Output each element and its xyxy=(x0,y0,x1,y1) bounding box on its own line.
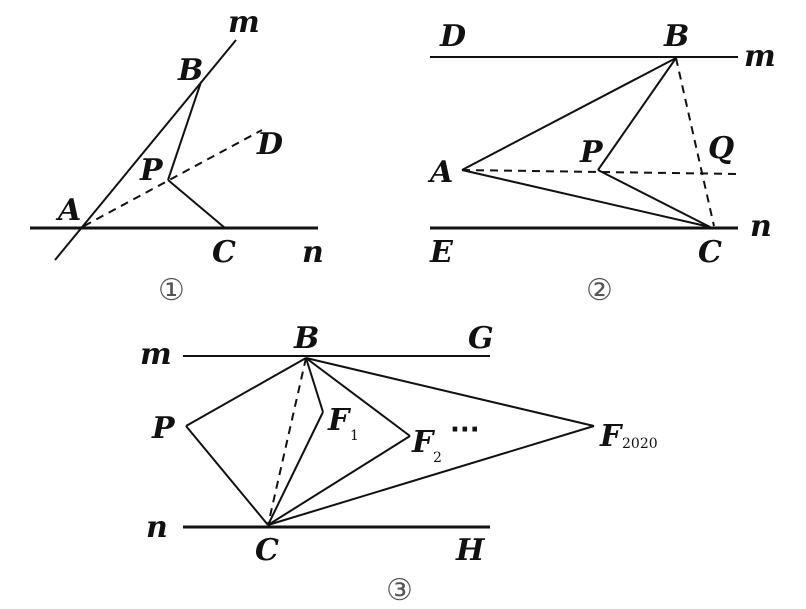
label-f2020-fig3: F2020 xyxy=(599,419,658,454)
segment-pc-fig3 xyxy=(185,425,269,526)
label-n-fig3: n xyxy=(146,510,168,545)
ray-aq-fig2 xyxy=(461,169,741,175)
label-n-fig1: n xyxy=(302,235,324,270)
segment-pc-fig1 xyxy=(167,179,226,229)
label-b-fig3: B xyxy=(293,321,319,356)
ray-ad-fig1 xyxy=(83,129,263,227)
label-m-fig1: m xyxy=(228,5,260,40)
label-b-fig2: B xyxy=(663,19,689,54)
label-n-fig2: n xyxy=(750,209,772,244)
segment-ac-fig2 xyxy=(461,169,711,228)
label-f1-fig3: F1 xyxy=(327,403,359,444)
label-b-fig1: B xyxy=(177,53,203,88)
label-g-fig3: G xyxy=(468,321,494,356)
segment-bc-fig2 xyxy=(675,57,715,227)
caption-fig1: ① xyxy=(158,273,185,308)
segment-bp-fig3 xyxy=(185,357,307,427)
segment-bp-fig1 xyxy=(167,81,202,181)
label-f2-subscript: 2 xyxy=(433,450,442,466)
segment-f2c-fig3 xyxy=(267,435,411,526)
segment-ab-fig2 xyxy=(461,57,677,171)
label-h-fig3: H xyxy=(455,533,486,568)
label-q-fig2: Q xyxy=(708,131,734,166)
ellipsis-fig3: ··· xyxy=(450,415,480,445)
segment-bf1-fig3 xyxy=(305,357,324,413)
segment-f1c-fig3 xyxy=(267,411,324,526)
segment-pc-fig2 xyxy=(597,169,711,228)
figure-3: m B G P F1 F2 ··· F2020 n C H ③ xyxy=(140,321,658,608)
figure-1: m B D P A C n ① xyxy=(30,5,324,308)
label-c-fig2: C xyxy=(698,235,722,270)
segment-f2020c-fig3 xyxy=(267,425,595,526)
label-m-fig3: m xyxy=(140,337,172,372)
label-m-fig2: m xyxy=(744,39,776,74)
label-f2020-letter: F xyxy=(599,419,624,454)
segment-bf2020-fig3 xyxy=(305,357,595,427)
segment-bc-fig3 xyxy=(267,357,307,526)
label-f2-letter: F xyxy=(411,425,436,460)
caption-fig3: ③ xyxy=(386,573,413,608)
label-f1-subscript: 1 xyxy=(350,428,359,444)
label-p-fig2: P xyxy=(579,135,604,170)
label-c-fig1: C xyxy=(212,235,236,270)
label-f2020-subscript: 2020 xyxy=(622,436,658,452)
label-d-fig2: D xyxy=(439,19,466,54)
label-f2-fig3: F2 xyxy=(411,425,442,466)
figure-2: D B m P Q A n E C ② xyxy=(427,19,776,308)
label-a-fig2: A xyxy=(427,155,453,190)
label-c-fig3: C xyxy=(255,533,279,568)
caption-fig2: ② xyxy=(586,273,613,308)
label-f1-letter: F xyxy=(327,403,352,438)
label-p-fig3: P xyxy=(151,411,176,446)
label-d-fig1: D xyxy=(256,127,283,162)
line-m-fig1 xyxy=(54,39,237,261)
segment-bf2-fig3 xyxy=(305,357,411,437)
label-e-fig2: E xyxy=(429,235,454,270)
label-a-fig1: A xyxy=(55,193,81,228)
label-p-fig1: P xyxy=(139,153,164,188)
segment-bp-fig2 xyxy=(597,57,677,171)
